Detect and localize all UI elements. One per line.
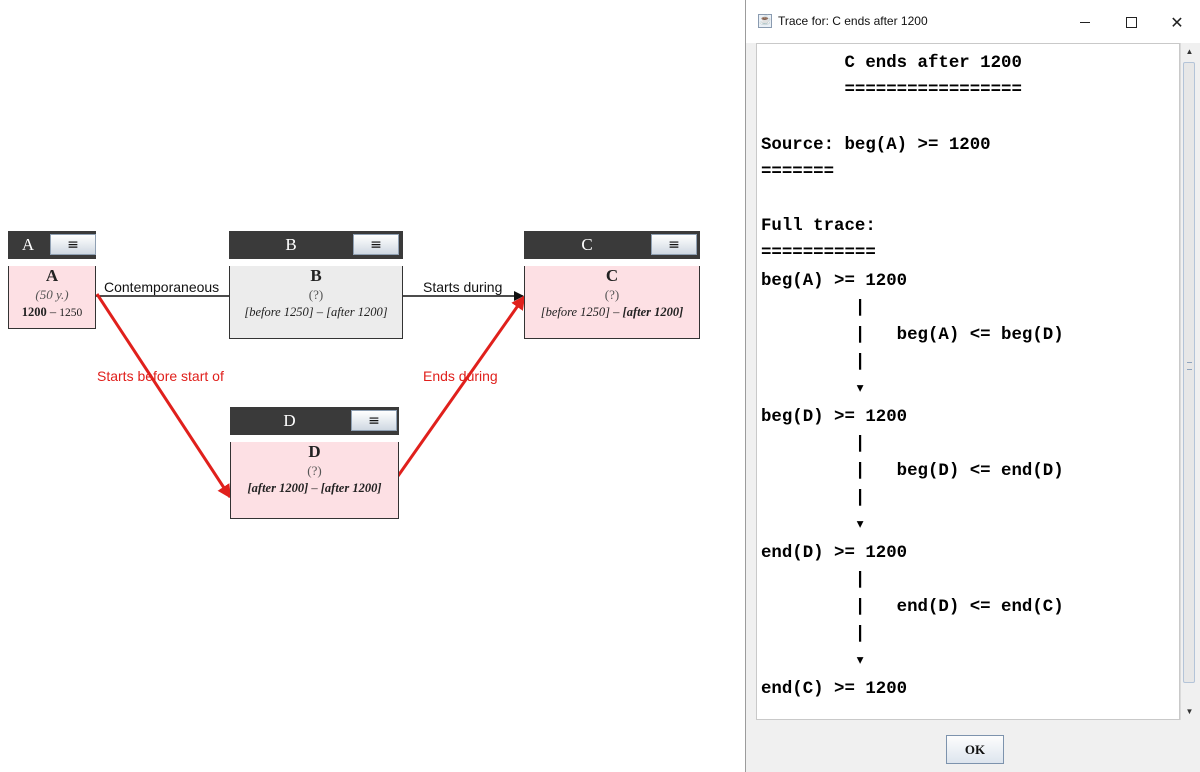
event-duration: (?)	[307, 463, 322, 478]
event-name: B	[310, 266, 322, 285]
scroll-thumb[interactable]	[1183, 62, 1195, 683]
event-node-a[interactable]: A ≡ A (50 y.) 1200 – 1250	[8, 231, 96, 329]
event-body-b[interactable]: B (?) [before 1250] – [after 1200]	[229, 266, 403, 339]
range-separator: –	[316, 305, 324, 319]
event-header-label: B	[285, 235, 297, 254]
close-button[interactable]: ✕	[1154, 8, 1200, 36]
event-body-a[interactable]: A (50 y.) 1200 – 1250	[8, 266, 96, 329]
trace-text-area[interactable]: C ends after 1200 ================= Sour…	[756, 43, 1180, 720]
event-name: D	[308, 442, 321, 461]
maximize-icon	[1125, 16, 1137, 28]
minimize-button[interactable]	[1062, 8, 1108, 36]
dialog-titlebar[interactable]: ☕ Trace for: C ends after 1200 ✕	[746, 0, 1200, 43]
event-node-d[interactable]: D ≡ D (?) [after 1200] – [after 1200]	[230, 407, 399, 519]
event-duration: (?)	[308, 287, 324, 302]
relation-label-starts-before-start-of: Starts before start of	[97, 368, 224, 384]
trace-dialog: ☕ Trace for: C ends after 1200 ✕ C ends …	[745, 0, 1200, 772]
trace-text: C ends after 1200 ================= Sour…	[761, 54, 1064, 699]
event-header-a: A ≡	[8, 231, 96, 259]
minimize-icon	[1080, 21, 1090, 23]
menu-icon[interactable]: ≡	[651, 234, 697, 255]
event-body-d[interactable]: D (?) [after 1200] – [after 1200]	[230, 442, 399, 519]
range-separator: –	[311, 481, 318, 495]
range-start: 1200	[21, 305, 47, 319]
event-header-label: A	[21, 235, 35, 254]
event-header-c: C ≡	[524, 231, 700, 259]
range-start: [after 1200]	[247, 481, 309, 495]
range-separator: –	[49, 305, 57, 319]
event-node-c[interactable]: C ≡ C (?) [before 1250] – [after 1200]	[524, 231, 700, 339]
event-duration: (?)	[604, 287, 620, 302]
timeline-diagram: A ≡ A (50 y.) 1200 – 1250 B ≡ B (?) [bef…	[8, 231, 700, 519]
event-header-b: B ≡	[229, 231, 403, 259]
range-start: [before 1250]	[540, 305, 611, 319]
event-name: C	[605, 266, 619, 285]
event-header-d: D ≡	[230, 407, 399, 435]
event-range: [before 1250] – [after 1200]	[230, 303, 402, 321]
range-separator: –	[613, 305, 620, 319]
event-header-label: C	[581, 235, 593, 254]
menu-icon[interactable]: ≡	[351, 410, 397, 431]
scroll-down-icon[interactable]: ▼	[1185, 707, 1194, 716]
vertical-scrollbar[interactable]: ▲ ▼	[1180, 43, 1197, 720]
relation-links	[95, 291, 526, 499]
link-d-c[interactable]	[396, 295, 526, 477]
relation-label-starts-during: Starts during	[421, 279, 505, 295]
event-range: [before 1250] – [after 1200]	[525, 303, 699, 321]
event-range: [after 1200] – [after 1200]	[231, 479, 398, 497]
event-header-label: D	[283, 411, 296, 430]
menu-icon[interactable]: ≡	[353, 234, 399, 255]
java-app-icon: ☕	[758, 14, 772, 28]
relation-label-contemporaneous: Contemporaneous	[102, 279, 222, 295]
event-range: 1200 – 1250	[9, 303, 95, 322]
grip-icon	[1187, 362, 1192, 370]
ok-button[interactable]: OK	[946, 735, 1004, 764]
event-body-c[interactable]: C (?) [before 1250] – [after 1200]	[524, 266, 700, 339]
menu-icon[interactable]: ≡	[50, 234, 96, 255]
scroll-up-icon[interactable]: ▲	[1185, 47, 1194, 56]
maximize-button[interactable]	[1108, 8, 1154, 36]
event-duration: (50 y.)	[35, 287, 69, 302]
range-end: [after 1200]	[326, 305, 388, 319]
range-start: [before 1250]	[244, 305, 314, 319]
close-icon: ✕	[1170, 12, 1184, 32]
range-end: 1250	[59, 307, 83, 319]
dialog-title: Trace for: C ends after 1200	[778, 14, 928, 28]
link-a-d[interactable]	[95, 293, 232, 499]
event-name: A	[45, 266, 59, 285]
range-end: [after 1200]	[320, 481, 382, 495]
range-end: [after 1200]	[622, 305, 684, 319]
relation-label-ends-during: Ends during	[423, 368, 498, 384]
event-node-b[interactable]: B ≡ B (?) [before 1250] – [after 1200]	[229, 231, 403, 339]
